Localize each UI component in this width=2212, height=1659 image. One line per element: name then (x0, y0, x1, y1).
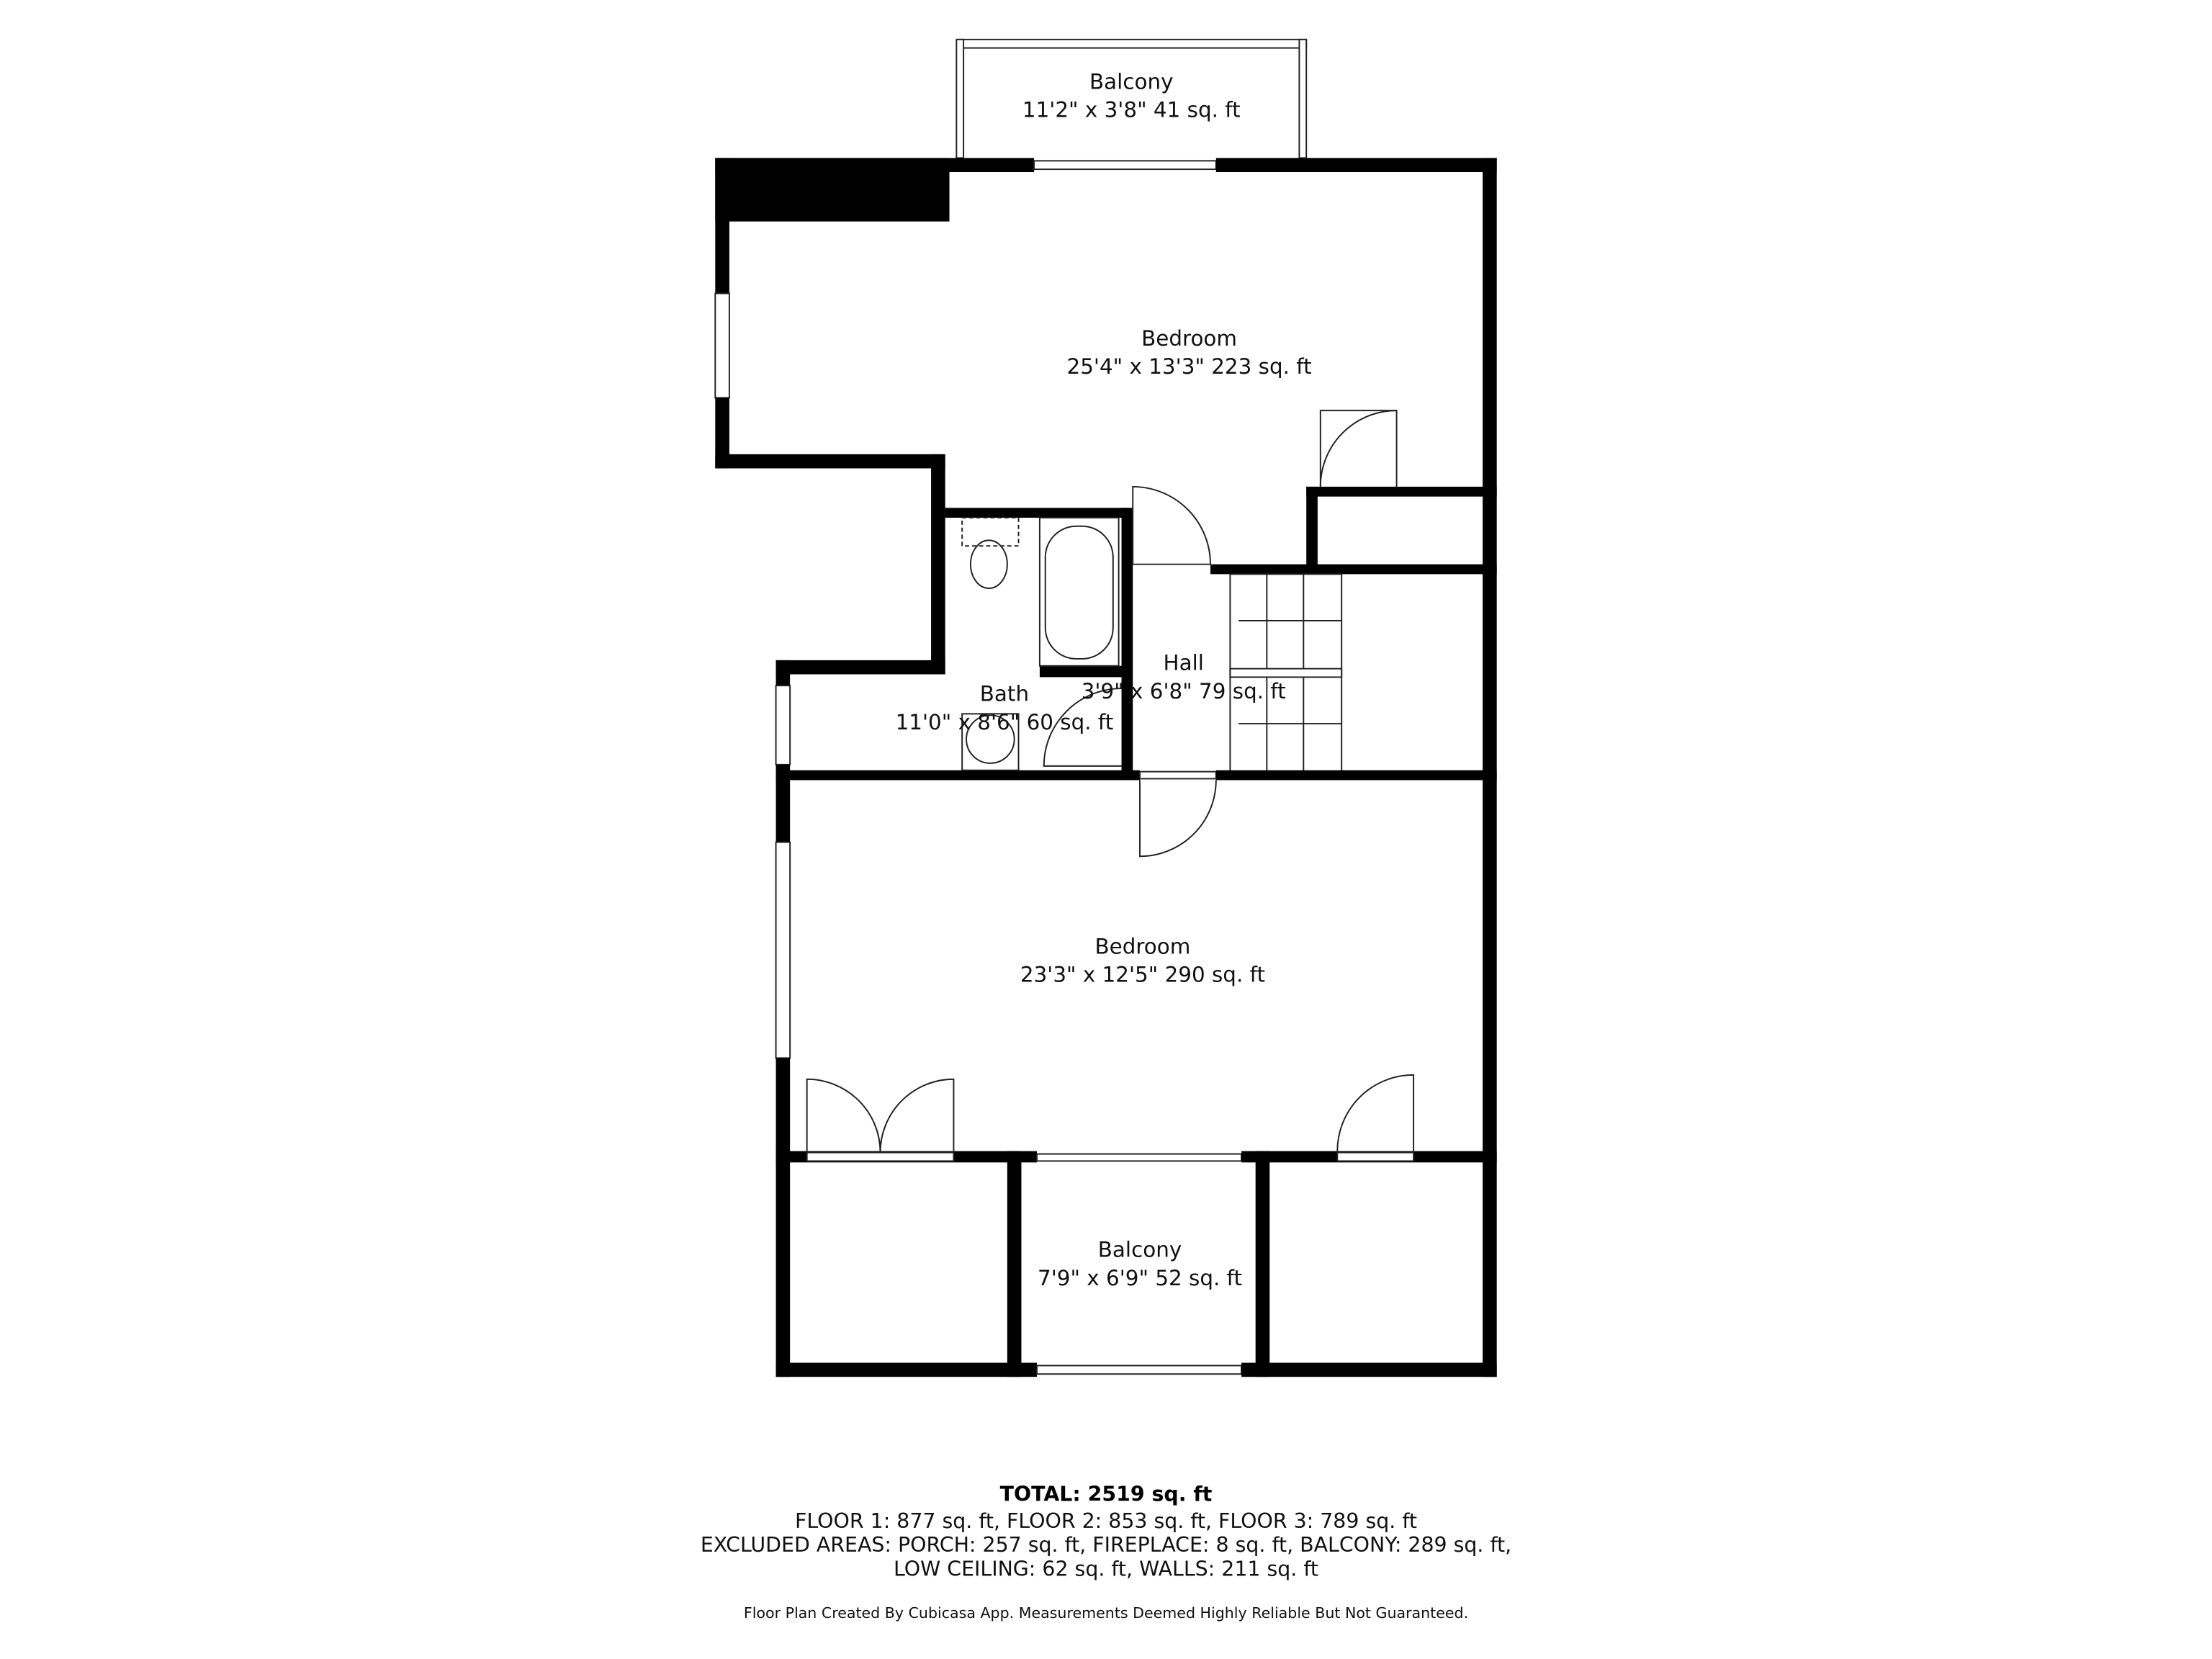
room-name: Bedroom (1095, 934, 1191, 958)
total-area: TOTAL: 2519 sq. ft (1000, 1483, 1213, 1506)
room-name: Bath (980, 682, 1029, 706)
room-dims: 25'4" x 13'3" 223 sq. ft (1067, 354, 1312, 379)
room-name: Bedroom (1141, 326, 1237, 351)
room-dims: 11'0" x 8'6" 60 sq. ft (896, 710, 1114, 734)
room-dims: 11'2" x 3'8" 41 sq. ft (1022, 98, 1241, 122)
walls (714, 38, 1497, 1377)
excluded-areas-cont: LOW CEILING: 62 sq. ft, WALLS: 211 sq. f… (894, 1557, 1318, 1581)
room-name: Hall (1164, 651, 1204, 675)
room-dims: 3'9" x 6'8" 79 sq. ft (1082, 679, 1286, 703)
room-dims: 23'3" x 12'5" 290 sq. ft (1020, 963, 1265, 987)
disclaimer: Floor Plan Created By Cubicasa App. Meas… (744, 1604, 1468, 1622)
room-name: Balcony (1098, 1238, 1182, 1262)
floor-areas: FLOOR 1: 877 sq. ft, FLOOR 2: 853 sq. ft… (795, 1509, 1417, 1533)
footer: TOTAL: 2519 sq. ft FLOOR 1: 877 sq. ft, … (701, 1483, 1511, 1622)
excluded-areas: EXCLUDED AREAS: PORCH: 257 sq. ft, FIREP… (701, 1533, 1511, 1557)
room-dims: 7'9" x 6'9" 52 sq. ft (1038, 1266, 1242, 1290)
fireplace (715, 158, 950, 222)
room-labels: Balcony 11'2" x 3'8" 41 sq. ft Bedroom 2… (896, 69, 1312, 1290)
room-name: Balcony (1089, 69, 1173, 94)
